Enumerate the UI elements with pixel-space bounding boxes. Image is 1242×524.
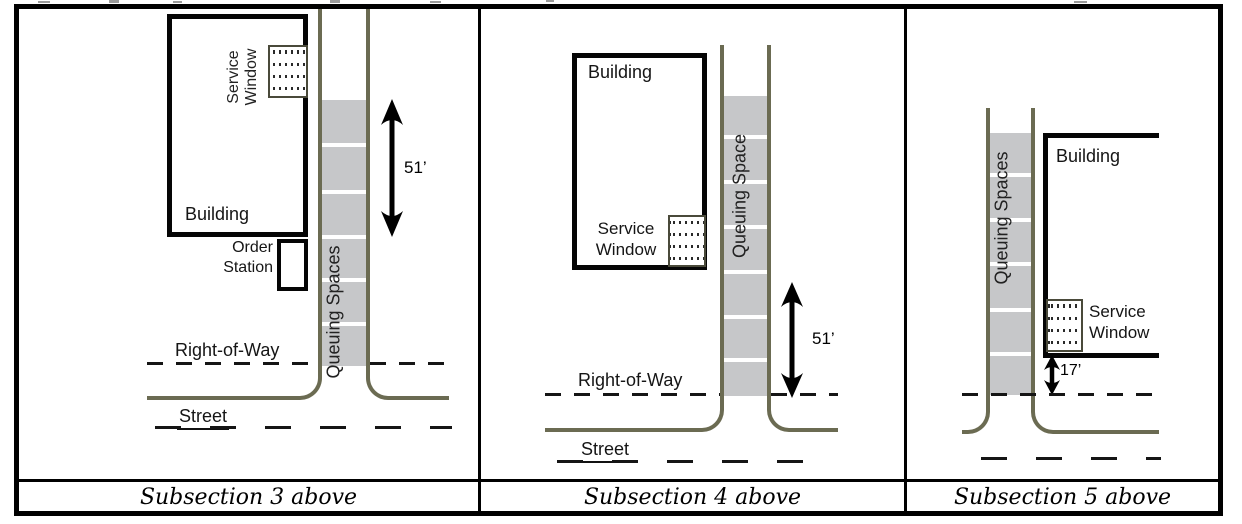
building-label: Building: [185, 204, 250, 224]
dimension-arrow-17ft: [1044, 355, 1060, 395]
cropped-text-artifact: [173, 1, 182, 3]
service-window-label: Service Window: [586, 218, 666, 260]
cropped-text-artifact: [109, 0, 119, 3]
driveway-left-edge: [720, 45, 724, 410]
driveway-street-curve-right: [767, 408, 838, 432]
service-window-label-line1: Service: [597, 219, 655, 238]
driveway-street-curve-right: [366, 376, 449, 400]
dimension-arrow-51ft: [381, 99, 403, 237]
street-label: Street: [177, 406, 230, 430]
building-label: Building: [588, 62, 653, 82]
caption-subsection-5: Subsection 5 above: [953, 484, 1172, 510]
dimension-label: 51’: [404, 158, 427, 177]
service-window-label: Service Window: [1089, 301, 1169, 343]
service-window-label-line2: Window: [1089, 323, 1150, 342]
right-of-way-line: [962, 393, 1160, 396]
order-station-label: Order Station: [173, 238, 273, 278]
cropped-text-artifact: [430, 1, 441, 3]
driveway-right-edge: [366, 9, 370, 378]
right-of-way-label: Right-of-Way: [578, 370, 683, 390]
order-station-outline: [277, 239, 308, 291]
cropped-text-artifact: [38, 1, 50, 3]
service-window-icon: [1046, 299, 1083, 352]
street-center-line: [155, 426, 452, 429]
driveway-right-edge: [767, 45, 771, 410]
street-center-line: [981, 457, 1161, 460]
service-window-label-line1: Service: [1089, 302, 1146, 321]
queue-space-divider: [724, 135, 767, 139]
driveway-right-edge: [1031, 108, 1035, 412]
cropped-text-artifact: [546, 0, 554, 2]
service-window-icon: [668, 215, 706, 267]
queue-space-divider: [724, 225, 767, 229]
queue-space-divider: [322, 235, 366, 239]
street-center-line: [557, 460, 830, 463]
caption-subsection-4: Subsection 4 above: [583, 484, 802, 510]
dimension-arrow-51ft: [781, 282, 803, 398]
queue-space-divider: [322, 278, 366, 282]
service-window-label-line2: Window: [595, 240, 657, 259]
cropped-text-artifact: [330, 0, 340, 3]
order-station-label-line1: Order: [232, 239, 273, 256]
queue-space-divider: [990, 262, 1031, 266]
caption-subsection-3: Subsection 3 above: [139, 484, 358, 510]
queue-space-divider: [322, 322, 366, 326]
queue-space-divider: [724, 358, 767, 362]
right-of-way-line: [771, 393, 838, 396]
right-of-way-label: Right-of-Way: [175, 340, 280, 360]
street-label-wrap: Street: [177, 406, 230, 430]
right-of-way-line: [370, 362, 449, 365]
driveway-left-edge: [986, 108, 990, 412]
queue-space-divider: [990, 308, 1031, 312]
table-border: [14, 4, 1223, 516]
queuing-spaces-strip: [724, 96, 767, 396]
queuing-spaces-strip: [322, 100, 366, 366]
queue-space-divider: [322, 143, 366, 147]
right-of-way-line: [545, 393, 720, 396]
right-of-way-line: [147, 362, 318, 365]
building-label: Building: [1056, 146, 1121, 166]
queue-space-divider: [990, 173, 1031, 177]
queue-space-divider: [990, 218, 1031, 222]
dimension-label: 51’: [812, 329, 835, 348]
cropped-text-artifact: [1074, 1, 1087, 3]
queue-space-divider: [724, 270, 767, 274]
driveway-street-curve-right: [1031, 410, 1159, 434]
dimension-label: 17’: [1060, 362, 1082, 379]
column-divider: [478, 9, 481, 511]
queue-space-divider: [724, 180, 767, 184]
queue-space-divider: [322, 190, 366, 194]
service-window-icon: [268, 45, 308, 98]
queuing-spaces-strip: [990, 133, 1031, 395]
queue-space-divider: [724, 315, 767, 319]
order-station-label-line2: Station: [223, 259, 273, 276]
driveway-left-edge: [318, 9, 322, 378]
column-divider: [904, 9, 907, 511]
caption-row-divider: [19, 479, 1218, 482]
queue-space-divider: [990, 352, 1031, 356]
